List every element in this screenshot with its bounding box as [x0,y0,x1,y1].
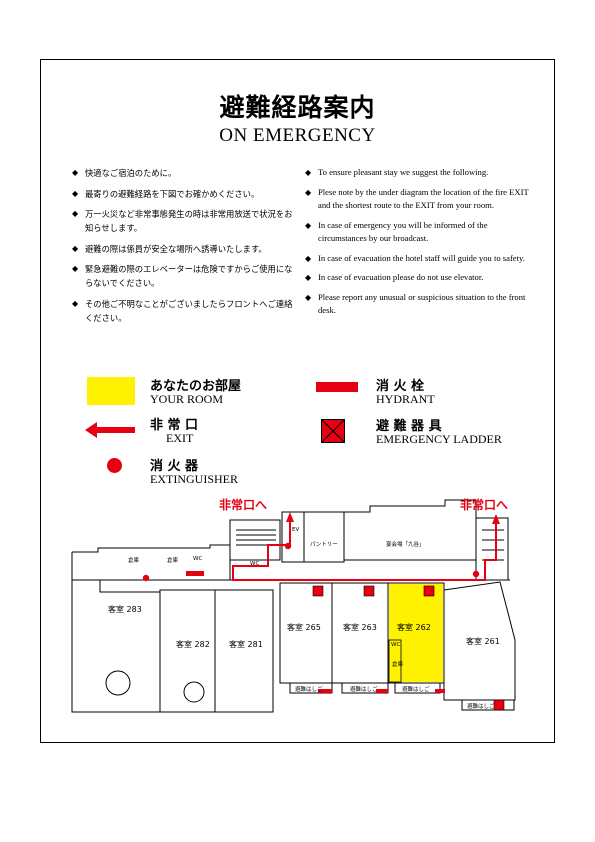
legend-extinguisher-jp: 消 火 器 [150,459,199,474]
note-en-6: Please report any unusual or suspicious … [305,291,535,318]
exit-label-west: 非常口へ [219,498,268,512]
storage-label-2: 倉庫 [167,558,179,564]
extinguisher-3 [472,570,480,578]
ladder-strip-4 [461,699,515,711]
legend-your-room-en: YOUR ROOM [150,392,224,406]
room-label-261: 客室 261 [466,637,500,646]
wc-label-1: WC [193,556,203,562]
legend-your-room-jp: あなたのお部屋 [150,379,242,394]
note-en-1: To ensure pleasant stay we suggest the f… [305,166,535,180]
note-en-4: In case of evacuation the hotel staff wi… [305,252,535,266]
hydrant-swatch [316,382,358,392]
pantry-label: パントリー [310,542,338,548]
page-subtitle: ON EMERGENCY [219,125,376,146]
exit-label-east: 非常口へ [460,498,509,512]
notes-japanese: 快適なご宿泊のために。 最寄りの避難経路を下図でお確かめください。 万一火災など… [72,166,297,331]
ladder-label-4: 避難はしご [467,704,495,710]
legend-extinguisher-en: EXTINGUISHER [150,472,238,486]
note-jp-1: 快適なご宿泊のために。 [72,166,297,180]
hydrant-2 [318,689,332,693]
ladder-label-3: 避難はしご [402,687,430,693]
note-jp-3: 万一火災など非常事態発生の時は非常用放送で状況をお知らせします。 [72,207,297,235]
stairwell-west [229,519,281,561]
room-label-283: 客室 283 [108,605,142,614]
room-263 [331,582,389,684]
room-281 [214,589,274,713]
room-261 [443,581,516,701]
evacuation-route-west [232,520,291,576]
room-label-263: 客室 263 [343,623,377,632]
ladder-strip-2 [341,682,389,694]
note-en-5: In case of evacuation please do not use … [305,271,535,285]
storage-label-small: 倉庫 [392,662,404,668]
extinguisher-2 [284,542,292,550]
ladder-swatch [321,419,345,443]
extinguisher-swatch [107,458,122,473]
your-room-highlight [389,584,443,682]
extinguisher-1 [142,574,150,582]
note-jp-5: 緊急避難の際のエレベーターは危険ですからご使用にならないでください。 [72,262,297,290]
storage-label-1: 倉庫 [128,558,140,564]
ladder-label-1: 避難はしご [295,687,323,693]
room-label-281: 客室 281 [229,640,263,649]
room-label-265: 客室 265 [287,623,321,632]
legend-ladder-en: EMERGENCY LADDER [376,432,502,446]
room-label-282: 客室 282 [176,640,210,649]
ladder-strip-3 [394,682,441,694]
banquet-label: 宴会場「九谷」 [386,542,425,548]
legend-hydrant-en: HYDRANT [376,392,435,406]
note-en-2: Plese note by the under diagram the loca… [305,186,535,213]
legend-ladder-jp: 避 難 器 具 [376,419,442,434]
ladder-label-2: 避難はしご [350,687,378,693]
notes-english: To ensure pleasant stay we suggest the f… [305,166,535,324]
poster-frame [40,59,555,743]
legend-exit-jp: 非 常 口 [150,418,199,433]
page-title: 避難経路案内 [219,93,376,122]
bath-282 [183,681,205,703]
note-jp-6: その他ご不明なことがございましたらフロントへご連絡ください。 [72,297,297,325]
exit-arrowhead-east [492,514,500,524]
room-label-262: 客室 262 [397,623,431,632]
wall-west-wing-top [71,544,231,581]
note-en-3: In case of emergency you will be informe… [305,219,535,246]
your-room-swatch [87,377,135,405]
room-282 [159,589,216,713]
hydrant-1 [186,571,204,576]
pantry-room [303,511,345,563]
ladder-marker-1 [312,585,324,597]
wc-label-2: WC [250,561,260,567]
banquet-hall [343,499,477,561]
note-jp-2: 最寄りの避難経路を下図でお確かめください。 [72,187,297,201]
ladder-marker-4 [493,699,505,711]
ladder-marker-2 [363,585,375,597]
note-jp-4: 避難の際は係員が安全な場所へ誘導いたします。 [72,242,297,256]
ladder-strip-1 [289,682,333,694]
legend-hydrant-jp: 消 火 栓 [376,379,425,394]
hydrant-3 [376,689,388,693]
exit-arrowhead-west [286,512,294,522]
wc-label-3: WC [391,642,401,648]
ladder-marker-3 [423,585,435,597]
ev-label: EV [292,527,300,533]
bath-283 [105,670,131,696]
room-283 [71,579,161,713]
hydrant-4 [435,689,445,693]
ladder-cross-icon [321,419,345,443]
exit-arrow-icon [85,422,135,438]
stairwell-east [475,517,509,581]
legend-exit-en: EXIT [166,431,194,445]
evacuation-route [232,522,497,581]
room-265 [279,582,333,684]
